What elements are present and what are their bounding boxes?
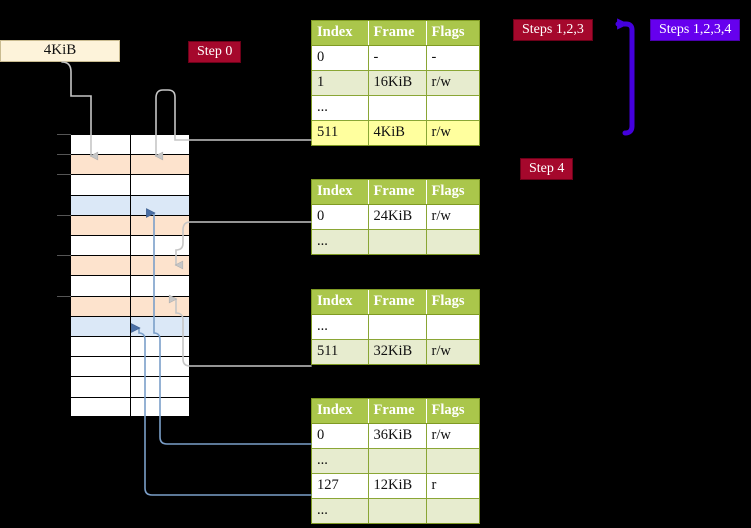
table-row[interactable]: 0-- xyxy=(312,45,479,71)
wire-steps-1234 xyxy=(615,18,635,136)
cell-index: ... xyxy=(312,314,369,340)
cell-index: 0 xyxy=(312,204,369,230)
table-row[interactable]: ... xyxy=(312,448,479,474)
column-header-flags: Flags xyxy=(426,290,479,315)
cell-index: 0 xyxy=(312,45,369,71)
cell-frame: 4KiB xyxy=(368,120,427,145)
cell-frame xyxy=(368,498,427,523)
column-header-frame: Frame xyxy=(368,21,427,46)
memory-block-label: 4KiB xyxy=(0,40,120,62)
cell-flags xyxy=(426,314,479,340)
table-row[interactable]: ... xyxy=(312,498,479,523)
wire-pml4-to-memory xyxy=(154,89,312,161)
cell-flags: r/w xyxy=(426,120,479,145)
memory-boundary-tick xyxy=(57,214,71,216)
cell-index: 127 xyxy=(312,473,369,499)
table-row[interactable]: ... xyxy=(312,314,479,340)
cell-frame xyxy=(368,229,427,254)
memory-boundary-tick xyxy=(57,255,71,257)
cell-frame: 16KiB xyxy=(368,70,427,96)
cell-flags xyxy=(426,95,479,121)
cell-index: ... xyxy=(312,229,369,254)
cell-frame xyxy=(368,314,427,340)
cell-flags: r xyxy=(426,473,479,499)
cell-index: 0 xyxy=(312,423,369,449)
steps-123-badge: Steps 1,2,3 xyxy=(513,19,593,41)
steps-1234-badge: Steps 1,2,3,4 xyxy=(650,19,741,41)
cell-index: 511 xyxy=(312,339,369,364)
column-header-frame: Frame xyxy=(368,180,427,205)
table-row[interactable]: ... xyxy=(312,229,479,254)
step-4-badge: Step 4 xyxy=(520,158,574,180)
wire-pd-to-memory xyxy=(168,294,312,367)
cell-frame: 32KiB xyxy=(368,339,427,364)
column-header-flags: Flags xyxy=(426,180,479,205)
table-row[interactable]: ... xyxy=(312,95,479,121)
wire-step0 xyxy=(61,61,99,161)
wire-pt127-to-memory xyxy=(131,323,312,496)
memory-boundary-tick xyxy=(57,174,71,176)
cell-index: ... xyxy=(312,95,369,121)
column-header-index: Index xyxy=(312,290,369,315)
cell-flags: r/w xyxy=(426,204,479,230)
memory-boundary-tick xyxy=(57,154,71,156)
memory-column-divider xyxy=(130,134,131,416)
cell-frame xyxy=(368,95,427,121)
cell-frame: 24KiB xyxy=(368,204,427,230)
memory-boundary-tick xyxy=(57,295,71,297)
column-header-frame: Frame xyxy=(368,399,427,424)
cell-flags xyxy=(426,498,479,523)
cell-frame: - xyxy=(368,45,427,71)
cell-flags: r/w xyxy=(426,423,479,449)
cell-flags xyxy=(426,229,479,254)
cell-flags: r/w xyxy=(426,70,479,96)
cell-flags: r/w xyxy=(426,339,479,364)
cell-flags: - xyxy=(426,45,479,71)
column-header-index: Index xyxy=(312,21,369,46)
cell-index: 511 xyxy=(312,120,369,145)
column-header-index: Index xyxy=(312,180,369,205)
column-header-frame: Frame xyxy=(368,290,427,315)
column-header-flags: Flags xyxy=(426,21,479,46)
cell-index: ... xyxy=(312,448,369,474)
cell-flags xyxy=(426,448,479,474)
cell-frame: 12KiB xyxy=(368,473,427,499)
cell-index: 1 xyxy=(312,70,369,96)
cell-frame xyxy=(368,448,427,474)
column-header-flags: Flags xyxy=(426,399,479,424)
wire-pdpt-to-memory xyxy=(174,221,312,270)
step-0-badge: Step 0 xyxy=(188,41,242,63)
cell-frame: 36KiB xyxy=(368,423,427,449)
memory-boundary-tick xyxy=(57,134,71,135)
cell-index: ... xyxy=(312,498,369,523)
column-header-index: Index xyxy=(312,399,369,424)
wire-pt0-to-memory xyxy=(146,208,312,445)
